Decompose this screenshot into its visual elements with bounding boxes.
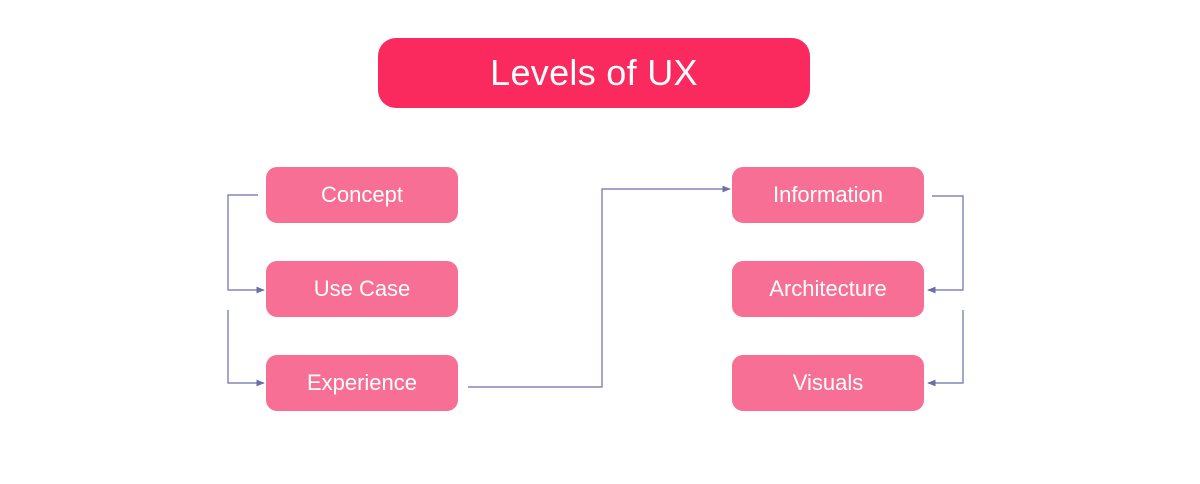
connector-use-case-to-experience — [227, 310, 265, 387]
node-experience: Experience — [266, 355, 458, 411]
connector-concept-to-use-case — [227, 194, 265, 294]
node-information: Information — [732, 167, 924, 223]
connector-experience-to-information — [468, 185, 731, 388]
node-use-case: Use Case — [266, 261, 458, 317]
node-experience-label: Experience — [306, 370, 418, 395]
node-architecture: Architecture — [732, 261, 924, 317]
node-visuals: Visuals — [732, 355, 924, 411]
connector-information-to-architecture — [927, 195, 964, 294]
node-architecture-label: Architecture — [769, 276, 887, 301]
node-concept: Concept — [266, 167, 458, 223]
diagram-title-text: Levels of UX — [490, 52, 698, 93]
connector-architecture-to-visuals — [927, 310, 964, 387]
node-visuals-label: Visuals — [792, 370, 864, 395]
node-use-case-label: Use Case — [313, 276, 411, 301]
node-concept-label: Concept — [321, 182, 403, 207]
node-information-label: Information — [772, 182, 884, 207]
diagram-title: Levels of UX — [378, 38, 810, 108]
